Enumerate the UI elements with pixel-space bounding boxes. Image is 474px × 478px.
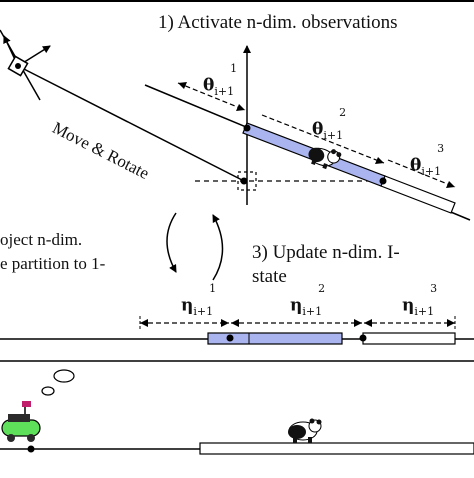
theta2-label: θi+12 bbox=[312, 106, 347, 143]
eta2-partition bbox=[207, 332, 343, 345]
project-arrow bbox=[166, 212, 177, 273]
eta3-partition bbox=[362, 332, 456, 345]
origin-box bbox=[237, 171, 257, 191]
theta2-dimension bbox=[261, 114, 385, 164]
theta1-dimension bbox=[177, 82, 246, 111]
theta1-label: θi+11 bbox=[203, 62, 238, 99]
thought-bubble-icon bbox=[41, 369, 75, 396]
update-arrow bbox=[212, 214, 224, 281]
origin-point bbox=[240, 177, 248, 185]
eta-point-2 bbox=[359, 334, 367, 342]
eta1-label: ηi+11 bbox=[181, 282, 217, 319]
theta3-label: θi+13 bbox=[410, 142, 445, 179]
eta-point-1 bbox=[226, 334, 234, 342]
panda-icon bbox=[308, 147, 342, 170]
partition-point-1 bbox=[243, 124, 251, 132]
step1-label: 1) Activate n-dim. observations bbox=[158, 12, 398, 33]
robot-icon bbox=[1, 401, 41, 442]
eta3-label: ηi+13 bbox=[402, 282, 438, 319]
step3-label-line2: state bbox=[252, 266, 287, 287]
panda-icon-ground bbox=[288, 418, 322, 443]
white-partition bbox=[380, 175, 456, 214]
move-rotate-path bbox=[17, 65, 245, 182]
step2-label-line2: e partition to 1- bbox=[0, 254, 106, 273]
step2-label-line1: oject n-dim. bbox=[0, 230, 83, 249]
partition-point-2 bbox=[379, 177, 387, 185]
eta2-label: ηi+12 bbox=[290, 282, 326, 319]
step3-label-line1: 3) Update n-dim. I- bbox=[252, 242, 400, 263]
theta3-dimension bbox=[387, 159, 456, 188]
ground-partition bbox=[199, 442, 474, 455]
robot-position-point bbox=[27, 445, 35, 453]
sensor-frame-icon bbox=[0, 29, 51, 101]
